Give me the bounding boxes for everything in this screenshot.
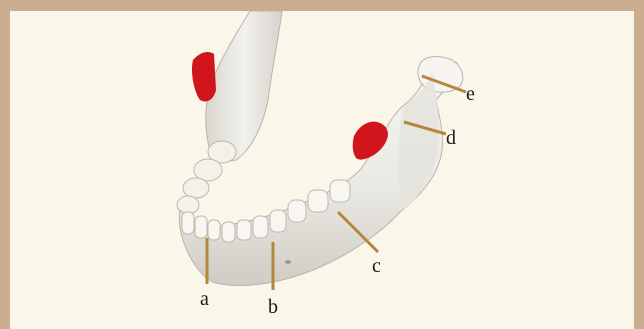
label-d: d	[446, 128, 456, 148]
left-coronoid-attachment	[192, 52, 216, 102]
label-e: e	[466, 84, 475, 104]
left-ramus	[206, 11, 282, 164]
label-b: b	[268, 297, 278, 317]
label-c: c	[372, 256, 381, 276]
label-a: a	[200, 289, 209, 309]
left-molars	[177, 141, 236, 214]
mental-foramen	[285, 260, 291, 264]
